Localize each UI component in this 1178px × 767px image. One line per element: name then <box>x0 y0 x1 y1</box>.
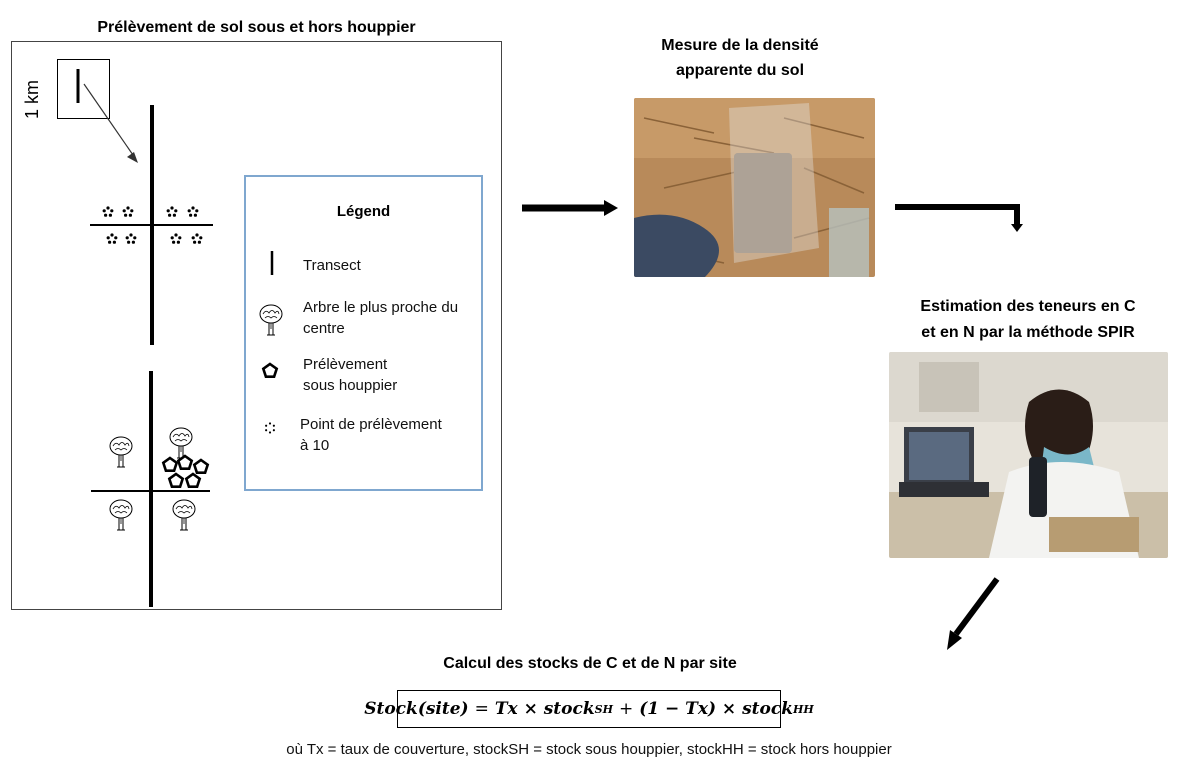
spir-photo <box>889 352 1168 558</box>
zoom-arrow-head <box>127 152 138 163</box>
zoom-arrow <box>83 83 134 156</box>
spir-title-line1: Estimation des teneurs en C <box>920 298 1136 315</box>
scale-inset-box <box>57 59 110 119</box>
density-title-line2: apparente du sol <box>675 62 805 79</box>
formula-lhs: Stock(site) <box>364 699 469 719</box>
formula-term1: Tx × stock <box>494 699 595 719</box>
legend-box: Légend <box>244 175 483 491</box>
sampling-schema-drawing <box>76 69 213 607</box>
tree-icon <box>259 304 283 336</box>
formula-sub1: SH <box>594 702 613 716</box>
arrow-to-density <box>522 200 618 216</box>
formula-plus: + <box>618 699 634 719</box>
formula-eq: = <box>474 699 489 719</box>
density-photo <box>634 98 875 277</box>
calc-title: Calcul des stocks de C et de N par site <box>443 655 737 672</box>
legend-title: Légend <box>336 203 391 220</box>
pentagon-icon <box>261 362 279 379</box>
transect-line-icon <box>270 251 274 275</box>
density-title-line1: Mesure de la densité <box>661 37 819 54</box>
canopy-samples-group <box>162 454 209 489</box>
spir-title-line2: et en N par la méthode SPIR <box>921 324 1135 341</box>
legend-label-transect: Transect <box>303 257 361 274</box>
formula-term2: (1 − Tx) × stock <box>639 699 793 719</box>
left-panel-title: Prélèvement de sol sous et hors houppier <box>97 19 416 36</box>
formula-caption: où Tx = taux de couverture, stockSH = st… <box>286 741 892 758</box>
dotted-circle-icon <box>265 422 275 434</box>
arrow-to-spir <box>895 204 1023 232</box>
sampling-schema-frame <box>11 41 502 610</box>
arrow-to-calc <box>947 577 1000 650</box>
legend-label-canopy-sample: Prélèvement sous houppier <box>303 356 398 394</box>
legend-label-point: Point de prélèvement à 10 <box>300 416 442 454</box>
formula-sub2: HH <box>792 702 814 716</box>
legend-label-tree: Arbre le plus proche du centre <box>303 299 459 337</box>
